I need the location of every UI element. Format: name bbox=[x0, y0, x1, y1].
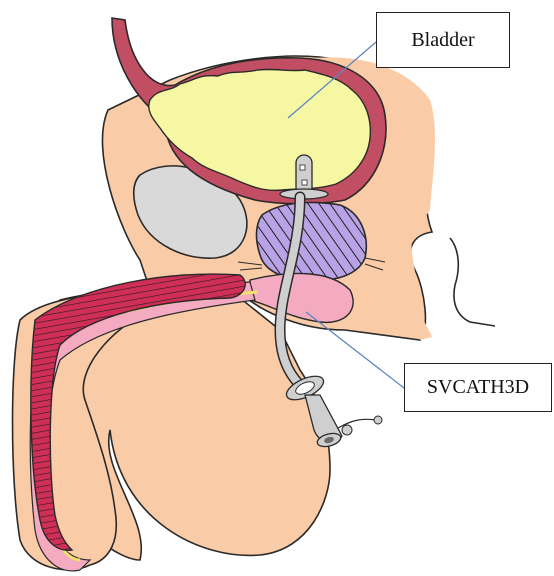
urethra-bulb bbox=[250, 273, 353, 322]
bladder-label: Bladder bbox=[376, 12, 510, 68]
prostate bbox=[256, 202, 366, 280]
abdominal-outline bbox=[450, 238, 495, 326]
catheter-label: SVCATH3D bbox=[404, 363, 552, 412]
bladder-label-text: Bladder bbox=[411, 29, 474, 52]
catheter-label-text: SVCATH3D bbox=[427, 376, 529, 399]
